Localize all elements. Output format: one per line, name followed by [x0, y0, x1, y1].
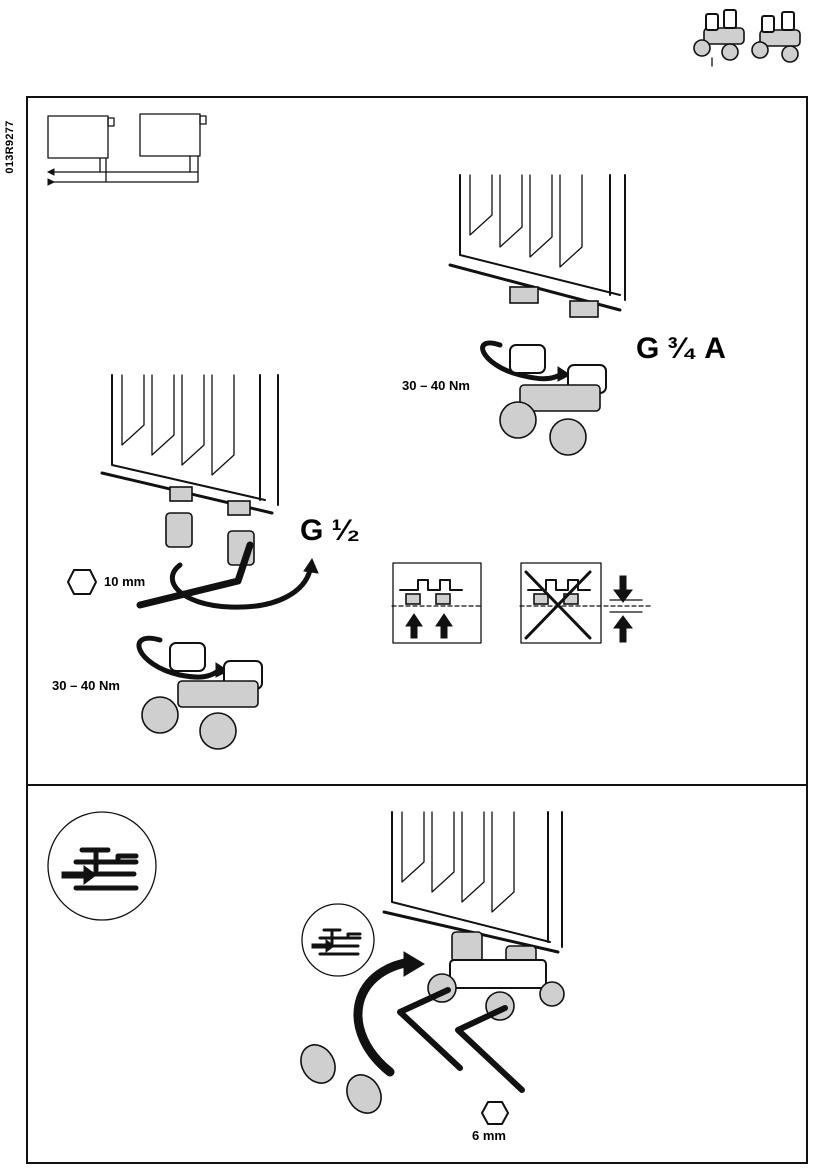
thread-size-label-left: G ¹⁄₂: [300, 514, 360, 547]
alignment-correct-panel: [391, 562, 483, 644]
radiator-left-illustration: [100, 374, 319, 750]
torque-label-left: 30 – 40 Nm: [52, 678, 120, 693]
hex-icon-bottom: [481, 1101, 509, 1125]
hex-key-size-left: 10 mm: [104, 574, 146, 589]
arrow-up-icon: [613, 615, 633, 643]
arrow-down-icon: [613, 575, 633, 603]
radiator-top-illustration: [448, 174, 626, 456]
pipe-connection-diagram: [46, 113, 207, 186]
hex-key-size-bottom: 6 mm: [472, 1128, 506, 1143]
valve-product-icon: [693, 9, 801, 67]
radiator-bottom-illustration: [300, 811, 565, 1114]
document-code: 013R9277: [4, 120, 16, 174]
thread-size-label-top: G ³⁄₄ A: [636, 332, 726, 365]
hex-icon: [67, 569, 97, 595]
instruction-frame: [26, 96, 808, 1164]
flow-bypass-icon: [47, 811, 157, 921]
torque-label-top: 30 – 40 Nm: [402, 378, 470, 393]
section-divider: [26, 784, 808, 786]
alignment-wrong-panel: [519, 562, 651, 644]
